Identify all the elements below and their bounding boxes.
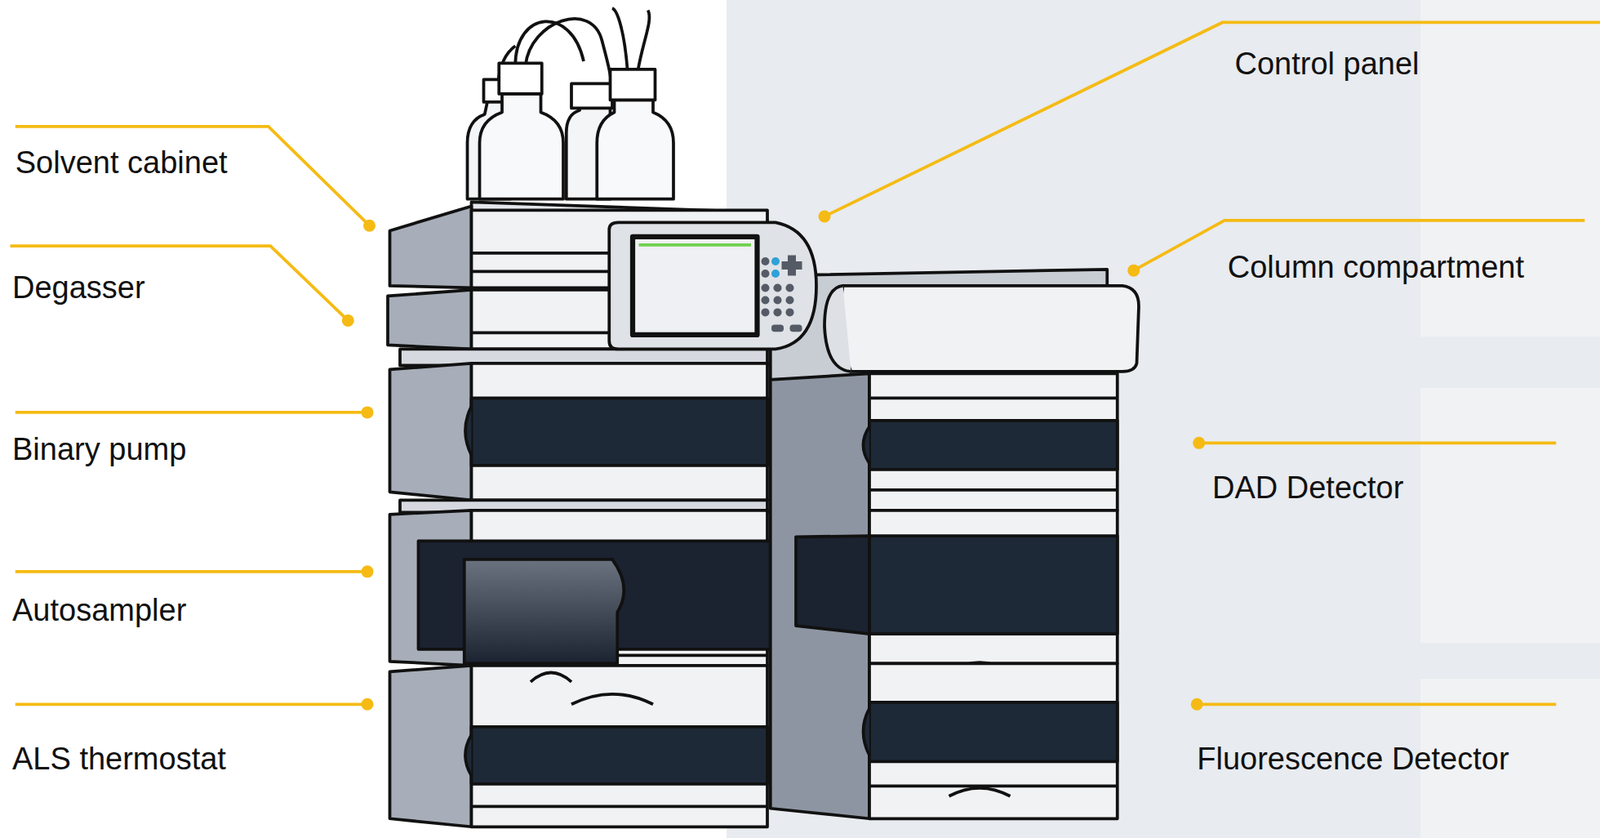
detector-window — [795, 535, 870, 634]
module-side — [387, 289, 472, 349]
leader-dot — [342, 314, 355, 327]
compartment-side — [824, 285, 852, 372]
module-side — [390, 363, 472, 500]
module-line — [869, 488, 1118, 492]
als-thermostat — [471, 665, 769, 827]
part-label: Solvent cabinet — [15, 145, 228, 182]
keypad — [761, 254, 803, 332]
background-tile — [1420, 387, 1600, 643]
module-notch — [465, 734, 472, 776]
key — [790, 324, 803, 332]
autosampler-door — [464, 559, 625, 663]
solvent-tube — [637, 9, 649, 72]
key — [773, 307, 783, 316]
control-screen — [632, 236, 758, 335]
module-side — [390, 665, 472, 827]
part-label: Control panel — [1235, 46, 1420, 83]
dad-detector — [869, 373, 1118, 510]
leader-dot — [818, 209, 832, 223]
leader-dot — [1191, 697, 1204, 711]
module-slot — [571, 693, 654, 704]
key — [786, 307, 795, 316]
part-label: DAD Detector — [1212, 470, 1404, 507]
detector-band — [869, 702, 1118, 761]
background-tile — [1420, 0, 1600, 337]
bottle-cap — [571, 83, 613, 108]
part-label: ALS thermostat — [12, 741, 227, 778]
background-panel — [726, 0, 1600, 838]
part-label: Binary pump — [12, 431, 187, 468]
leader-dot — [361, 564, 374, 578]
leader-dot — [361, 697, 374, 711]
module-line — [617, 653, 768, 657]
column-compartment — [840, 285, 1139, 372]
bottle-cap — [610, 69, 656, 100]
instrument — [387, 8, 1139, 827]
key — [761, 307, 770, 316]
binary-pump — [471, 363, 769, 500]
leader-dot — [363, 219, 376, 232]
part-label: Fluorescence Detector — [1196, 741, 1509, 778]
key — [786, 283, 795, 292]
screen-bar — [639, 243, 752, 247]
key — [761, 257, 770, 266]
bottle-cap — [498, 62, 543, 94]
part-label: Autosampler — [12, 592, 187, 629]
key — [773, 283, 783, 292]
solvent-bottle — [480, 93, 565, 200]
leader-line — [15, 702, 368, 706]
key — [773, 295, 783, 304]
key — [761, 269, 770, 278]
pump-front-band — [471, 397, 769, 465]
detector-module — [869, 510, 1118, 663]
key — [771, 324, 784, 332]
module-notch — [863, 707, 871, 755]
leader-lines — [10, 22, 1600, 704]
leader-line — [10, 245, 349, 320]
module-slot — [530, 672, 572, 682]
module-slot — [949, 787, 1011, 796]
solvent-bottle — [596, 99, 674, 199]
leader-line — [15, 410, 368, 414]
detector-band — [869, 420, 1118, 470]
key — [761, 283, 770, 292]
part-label: Degasser — [12, 270, 146, 307]
leader-line — [15, 126, 370, 226]
control-panel — [608, 222, 817, 349]
key — [771, 269, 780, 278]
module-line — [471, 804, 769, 808]
leader-dots — [342, 209, 1206, 710]
leader-line — [1199, 440, 1557, 445]
fluorescence-detector — [869, 662, 1118, 818]
key — [771, 257, 780, 266]
module-notch — [465, 405, 472, 455]
leader-line — [15, 569, 368, 574]
leader-line — [1196, 702, 1556, 706]
detector-band — [869, 535, 1118, 634]
module-side — [390, 205, 472, 288]
thermostat-band — [471, 726, 769, 784]
key — [761, 295, 770, 304]
module-line — [869, 396, 1118, 400]
module-notch — [863, 426, 871, 463]
leader-dot — [361, 405, 374, 418]
leader-dot — [1192, 436, 1205, 449]
leader-line — [824, 22, 1600, 216]
solvent-tube — [612, 8, 628, 72]
module-line — [869, 783, 1118, 787]
module-side — [770, 373, 870, 818]
key-cross — [782, 254, 803, 276]
key — [786, 295, 795, 304]
leader-dot — [1127, 264, 1140, 277]
part-label: Column compartment — [1227, 249, 1525, 286]
